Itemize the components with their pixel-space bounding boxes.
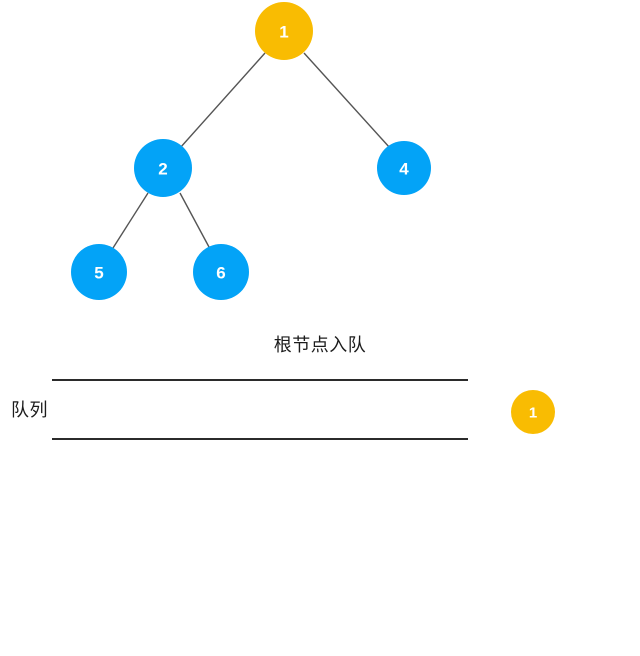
tree-edges [112,52,391,249]
step-caption: 根节点入队 [273,335,367,356]
tree-node-1[interactable]: 1 [255,2,313,60]
tree-nodes: 1 2 4 5 6 [71,2,431,300]
tree-node-2[interactable]: 2 [134,139,192,197]
tree-node-5[interactable]: 5 [71,244,127,300]
queue-rail-bottom [52,438,468,440]
edge-root-to-4 [303,52,391,149]
queue-item-1[interactable]: 1 [511,390,555,434]
edge-2-to-5 [112,192,149,249]
tree-node-5-circle[interactable] [71,244,127,300]
tree-node-4-circle[interactable] [377,141,431,195]
edge-2-to-6 [179,192,210,248]
queue-item-1-circle[interactable] [511,390,555,434]
edge-root-to-2 [179,52,266,149]
tree-node-4[interactable]: 4 [377,141,431,195]
queue-track[interactable] [52,382,468,438]
queue-items-layer: 1 [511,390,555,434]
queue-label: 队列 [11,400,48,421]
tree-node-2-circle[interactable] [134,139,192,197]
tree-node-6-circle[interactable] [193,244,249,300]
queue-rail-top [52,379,468,381]
tree-node-6[interactable]: 6 [193,244,249,300]
tree-node-1-circle[interactable] [255,2,313,60]
